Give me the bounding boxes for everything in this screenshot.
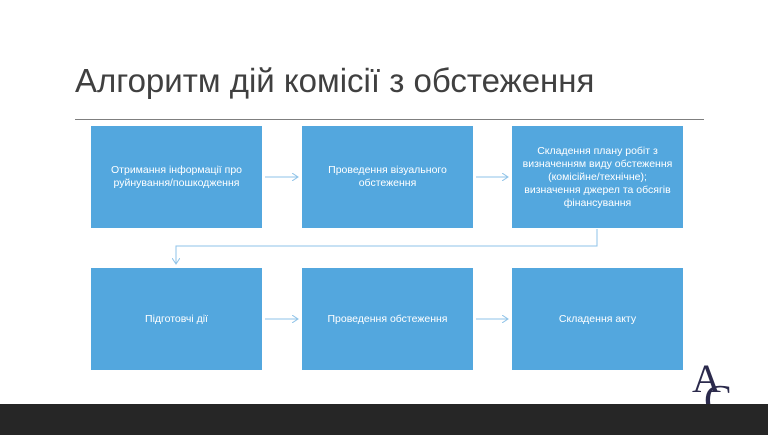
flow-connectors	[0, 0, 598, 404]
step-box-2: Проведення візуального обстеження	[302, 126, 473, 228]
step-box-3: Складення плану робіт з визначенням виду…	[512, 126, 683, 228]
arrow-step3-to-step4	[176, 229, 598, 264]
slide-title: Алгоритм дій комісії з обстеження	[75, 62, 595, 99]
step-box-1: Отримання інформації про руйнування/пошк…	[91, 126, 262, 228]
footer-bar	[0, 404, 768, 435]
step-box-6: Складення акту	[512, 268, 683, 370]
step-label-6: Складення акту	[558, 312, 637, 325]
title-underline	[75, 119, 704, 120]
step-label-2: Проведення візуального обстеження	[328, 164, 447, 189]
step-label-5: Проведення обстеження	[327, 312, 448, 325]
step-box-4: Підготовчі дії	[91, 268, 262, 370]
svg-text:A: A	[692, 356, 721, 401]
step-label-1: Отримання інформації про руйнування/пошк…	[111, 164, 242, 189]
step-label-4: Підготовчі дії	[145, 312, 208, 325]
step-label-3: Складення плану робіт з визначенням виду…	[522, 144, 673, 209]
slide: Алгоритм дій комісії з обстеження Отрима…	[0, 0, 733, 418]
step-box-5: Проведення обстеження	[302, 268, 473, 370]
